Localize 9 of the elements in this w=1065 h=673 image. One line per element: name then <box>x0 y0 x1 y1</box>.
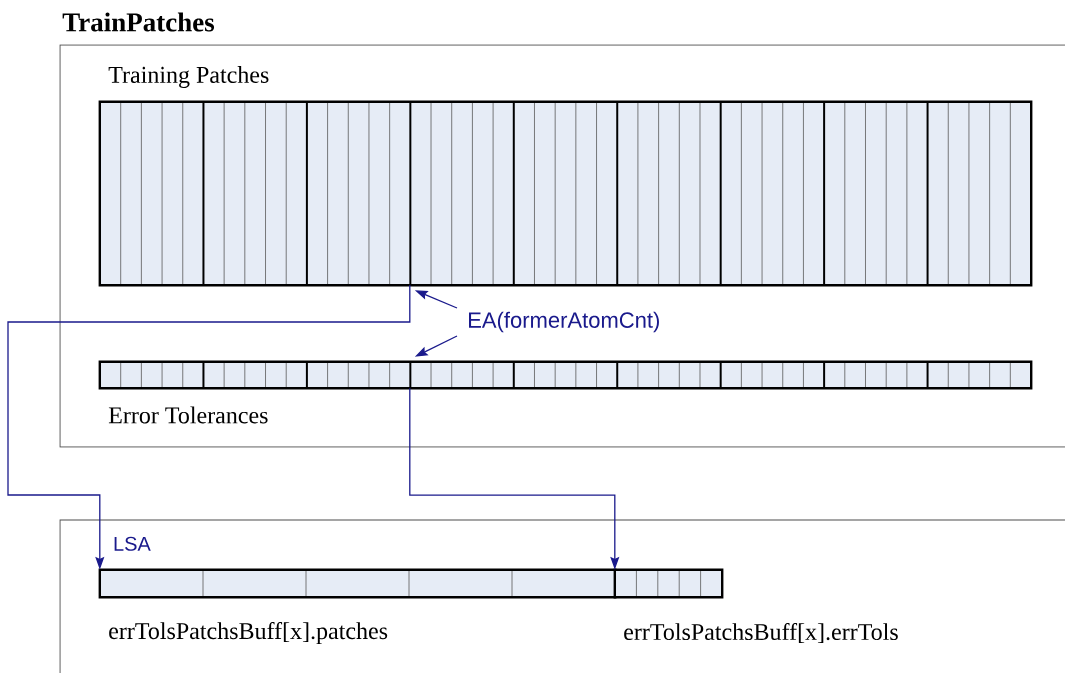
array-label: errTolsPatchsBuff[x].patches <box>109 622 388 644</box>
title: TrainPatches <box>62 12 215 32</box>
array-label: Error Tolerances <box>108 406 268 424</box>
frame <box>59 44 1065 448</box>
edge-label: LSA <box>114 536 151 551</box>
frame <box>59 519 1065 673</box>
annotation-text: EA(formerAtomCnt) <box>469 311 659 333</box>
array-label: errTolsPatchsBuff[x].errTols <box>624 622 898 644</box>
array-label: Training Patches <box>108 66 269 88</box>
